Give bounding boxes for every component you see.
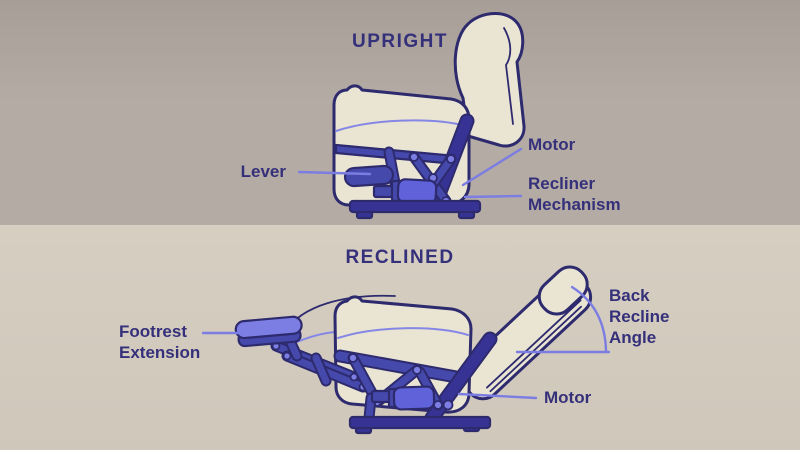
seat-seam — [335, 119, 467, 132]
reclined-panel: RECLINED Footrest Extension Back Recline… — [0, 225, 800, 450]
recline-angle-arc — [515, 285, 611, 354]
upright-title: UPRIGHT — [352, 31, 448, 52]
lever-leader-line — [297, 170, 372, 176]
reclined-chair-illustration — [201, 265, 611, 435]
lever-label: Lever — [240, 162, 286, 181]
seat-rail — [333, 349, 469, 385]
motor-leader-line — [461, 147, 523, 187]
base-rail — [348, 199, 482, 220]
reclined-motor-leader-line — [457, 392, 538, 400]
reclined-headrest — [537, 265, 589, 316]
reclined-motor-label: Motor — [544, 388, 592, 407]
reclined-base-rail — [348, 415, 492, 435]
reclined-backrest — [458, 265, 593, 401]
reclined-motor — [363, 385, 436, 424]
upright-backrest — [453, 12, 526, 148]
back-recline-angle-label: Back Recline Angle — [609, 286, 670, 347]
recliner-mechanism-leader-line — [463, 194, 523, 199]
upright-motor-label: Motor — [528, 135, 576, 154]
recliner-linkage — [408, 151, 457, 207]
reclined-title: RECLINED — [345, 247, 455, 268]
footrest-extension-label: Footrest Extension — [119, 322, 201, 362]
seat-seam — [337, 327, 469, 339]
upright-panel: UPRIGHT Lever Motor Recliner Mechanism — [0, 0, 800, 225]
upright-motor — [372, 178, 438, 205]
footrest-cushion — [234, 315, 303, 362]
upright-chair-illustration — [297, 12, 526, 220]
recliner-mechanism-label: Recliner Mechanism — [528, 174, 621, 214]
